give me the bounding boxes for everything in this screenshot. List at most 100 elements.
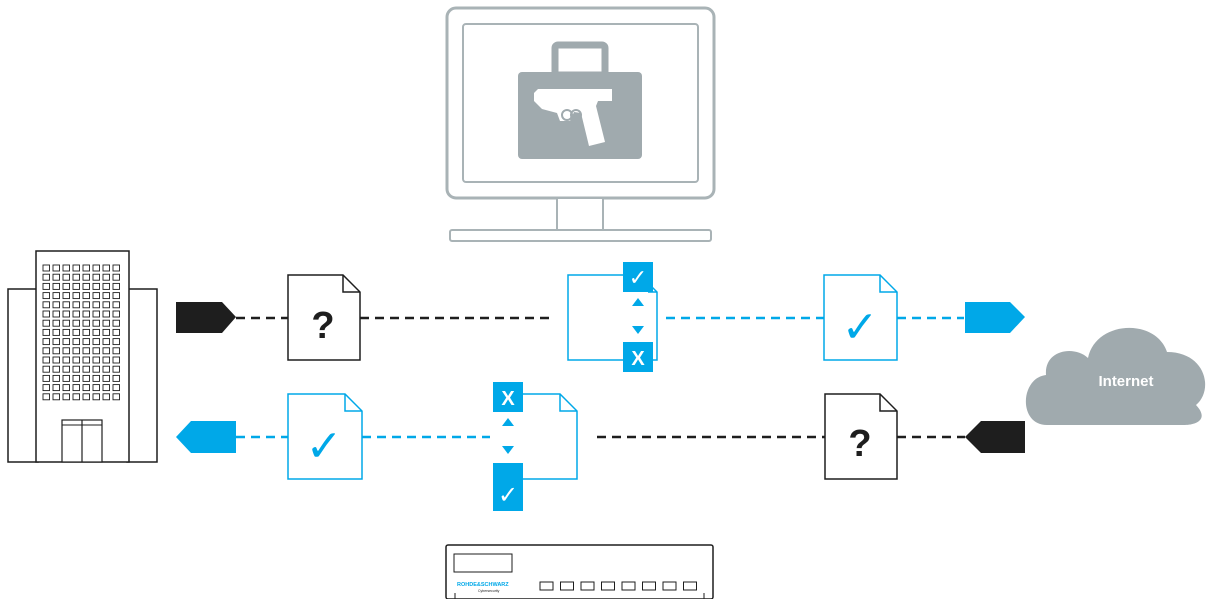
block-marker: [623, 342, 653, 372]
building-window: [62, 338, 70, 346]
building-window: [62, 356, 70, 364]
building-window: [52, 328, 60, 336]
building-window: [92, 347, 100, 355]
building-window: [92, 393, 100, 401]
appliance-subbrand: Cybersecurity: [478, 589, 500, 593]
building-window: [102, 319, 110, 327]
verified-document-symbol: ✓: [306, 422, 343, 471]
building-window: [42, 273, 50, 281]
building-window: [72, 264, 80, 272]
building-window: [72, 338, 80, 346]
building-window: [102, 328, 110, 336]
inbound-destination-tag: [176, 421, 236, 453]
building-window: [62, 365, 70, 373]
check-icon: ✓: [629, 265, 647, 290]
building-window: [62, 393, 70, 401]
building-window: [112, 310, 120, 318]
appliance-port: [580, 581, 595, 591]
building-window: [42, 365, 50, 373]
building-window: [52, 384, 60, 392]
building-window: [62, 301, 70, 309]
cloud-label: Internet: [1098, 373, 1153, 390]
building-window: [112, 282, 120, 290]
building-window: [102, 338, 110, 346]
pass-marker: [623, 262, 653, 292]
building-window: [42, 338, 50, 346]
building-window: [72, 393, 80, 401]
building-window: [72, 328, 80, 336]
building-window: [62, 319, 70, 327]
building-window: [82, 292, 90, 300]
building-window: [102, 310, 110, 318]
building-window: [52, 374, 60, 382]
building-window: [92, 384, 100, 392]
building-window: [112, 347, 120, 355]
building-window: [42, 282, 50, 290]
outbound-source-tag: [176, 302, 236, 333]
building-window: [82, 338, 90, 346]
building-window: [82, 374, 90, 382]
building-window: [92, 338, 100, 346]
document-icon: ?: [287, 274, 361, 361]
building-window: [92, 301, 100, 309]
building-window: [92, 282, 100, 290]
building-window: [82, 384, 90, 392]
document-icon: ?: [824, 393, 898, 480]
building-window: [42, 374, 50, 382]
building-window: [72, 365, 80, 373]
building-window: [102, 384, 110, 392]
building-window: [42, 319, 50, 327]
building-window: [42, 356, 50, 364]
building-window: [62, 264, 70, 272]
building-window: [102, 393, 110, 401]
building-window: [62, 384, 70, 392]
appliance-brand: ROHDE&SCHWARZ: [457, 582, 509, 588]
building-window: [82, 282, 90, 290]
building-window: [92, 273, 100, 281]
building-window: [72, 374, 80, 382]
building-window: [52, 393, 60, 401]
building-window: [52, 301, 60, 309]
building-window: [112, 301, 120, 309]
building-window: [82, 356, 90, 364]
building-window: [92, 374, 100, 382]
building-window: [72, 301, 80, 309]
building-window: [52, 264, 60, 272]
block-marker: [493, 382, 523, 412]
verified-document-symbol: ✓: [842, 303, 879, 352]
outbound-destination-tag: [965, 302, 1025, 333]
building-window: [52, 347, 60, 355]
building-window: [112, 264, 120, 272]
building-window: [42, 310, 50, 318]
document-icon: ✓: [287, 393, 363, 480]
building-window: [102, 273, 110, 281]
building-window: [82, 319, 90, 327]
building-window: [72, 319, 80, 327]
inbound-source-tag: [965, 421, 1025, 453]
block-mark-label: X: [631, 348, 645, 370]
briefcase-icon: [518, 41, 642, 159]
building-window: [82, 365, 90, 373]
building-window: [92, 292, 100, 300]
building-window: [62, 282, 70, 290]
building-window: [82, 310, 90, 318]
building-window: [92, 365, 100, 373]
building-window: [72, 347, 80, 355]
cloud-icon: Internet: [1025, 327, 1206, 425]
building-window: [112, 374, 120, 382]
building-window: [112, 273, 120, 281]
building-window: [112, 384, 120, 392]
appliance-ports: [539, 581, 697, 591]
building-windows: [42, 264, 120, 401]
unknown-document-symbol: ?: [311, 305, 334, 347]
network-appliance-icon: ROHDE&SCHWARZ Cybersecurity: [445, 544, 714, 599]
building-window: [102, 264, 110, 272]
building-window: [52, 282, 60, 290]
building-window: [62, 328, 70, 336]
filter-document-top: ✓ X: [567, 262, 658, 372]
building-window: [52, 310, 60, 318]
appliance-port: [621, 581, 636, 591]
building-window: [82, 301, 90, 309]
office-building-icon: [7, 250, 158, 463]
